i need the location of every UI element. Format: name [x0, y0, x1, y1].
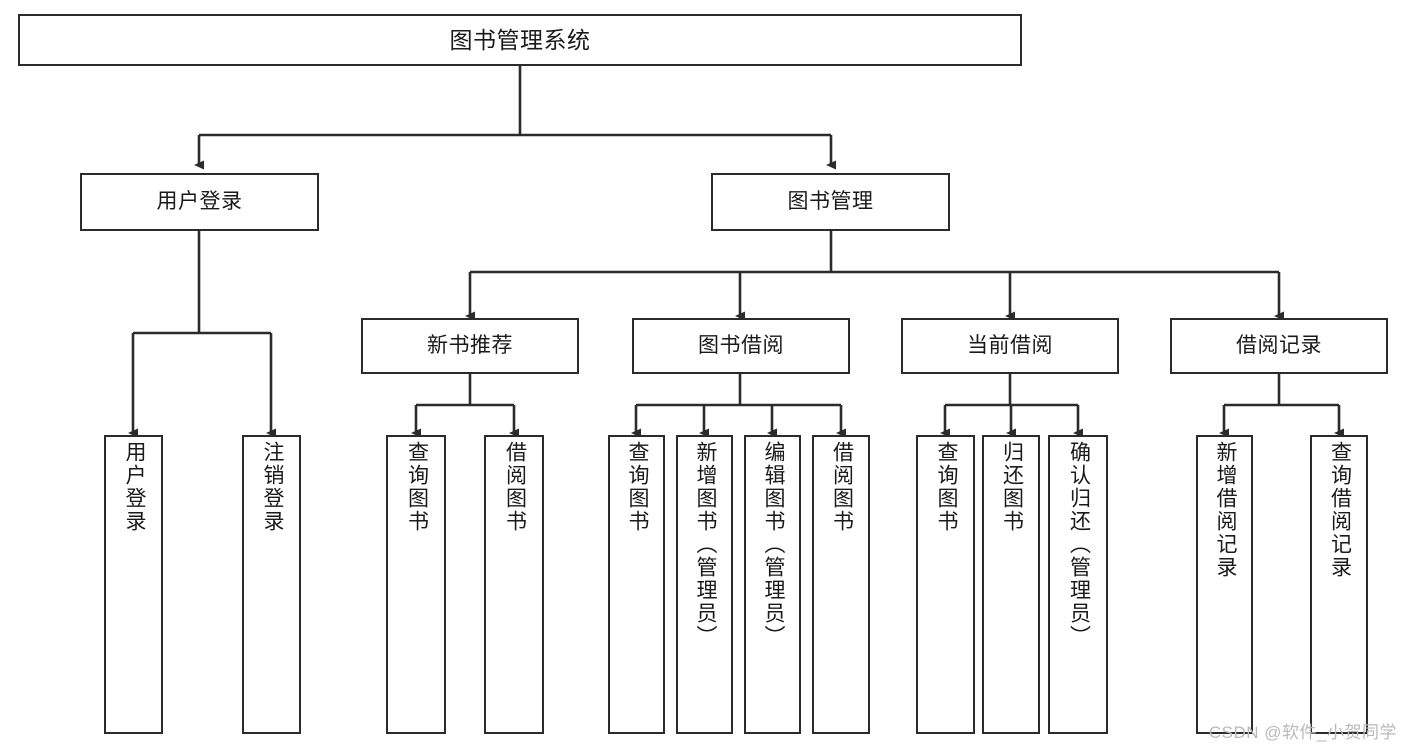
- node-label: 图书管理: [787, 189, 874, 213]
- node-book-management[interactable]: 图书管理: [711, 173, 950, 231]
- leaf-query-book[interactable]: 查询图书: [608, 435, 665, 734]
- leaf-query-book-current[interactable]: 查询图书: [916, 435, 975, 734]
- node-borrow-record[interactable]: 借阅记录: [1170, 318, 1388, 374]
- node-label: 查询图书: [934, 441, 958, 533]
- leaf-query-borrow-record[interactable]: 查询借阅记录: [1310, 435, 1368, 734]
- node-label: 新书推荐: [427, 333, 513, 357]
- node-root-system[interactable]: 图书管理系统: [18, 14, 1022, 66]
- node-new-book-recommend[interactable]: 新书推荐: [361, 318, 579, 374]
- leaf-add-borrow-record[interactable]: 新增借阅记录: [1196, 435, 1253, 734]
- node-label: 新增图书（管理员）: [693, 441, 717, 648]
- leaf-return-book[interactable]: 归还图书: [982, 435, 1040, 734]
- node-label: 图书借阅: [698, 333, 784, 357]
- leaf-confirm-return-admin[interactable]: 确认归还（管理员）: [1048, 435, 1108, 734]
- leaf-edit-book-admin[interactable]: 编辑图书（管理员）: [744, 435, 801, 734]
- node-label: 查询图书: [405, 441, 429, 533]
- node-label: 借阅图书: [830, 441, 854, 533]
- node-label: 借阅图书: [503, 441, 527, 533]
- node-label: 查询图书: [625, 441, 649, 533]
- watermark: CSDN @软件_小贺同学: [1208, 723, 1397, 742]
- node-label: 归还图书: [1000, 441, 1024, 533]
- leaf-logout[interactable]: 注销登录: [242, 435, 301, 734]
- node-label: 用户登录: [122, 441, 146, 533]
- node-current-borrow[interactable]: 当前借阅: [901, 318, 1119, 374]
- leaf-borrow-book-new[interactable]: 借阅图书: [484, 435, 544, 734]
- node-label: 借阅记录: [1236, 333, 1322, 357]
- leaf-add-book-admin[interactable]: 新增图书（管理员）: [676, 435, 733, 734]
- leaf-user-login[interactable]: 用户登录: [104, 435, 163, 734]
- node-label: 新增借阅记录: [1213, 441, 1237, 579]
- node-label: 图书管理系统: [449, 26, 591, 53]
- node-label: 查询借阅记录: [1328, 441, 1352, 579]
- node-book-borrow[interactable]: 图书借阅: [632, 318, 850, 374]
- node-label: 用户登录: [156, 189, 243, 213]
- node-label: 确认归还（管理员）: [1067, 441, 1091, 648]
- leaf-query-book-new[interactable]: 查询图书: [386, 435, 446, 734]
- node-label: 注销登录: [260, 441, 284, 533]
- node-user-login[interactable]: 用户登录: [80, 173, 319, 231]
- node-label: 当前借阅: [967, 333, 1053, 357]
- leaf-borrow-book[interactable]: 借阅图书: [812, 435, 870, 734]
- node-label: 编辑图书（管理员）: [761, 441, 785, 648]
